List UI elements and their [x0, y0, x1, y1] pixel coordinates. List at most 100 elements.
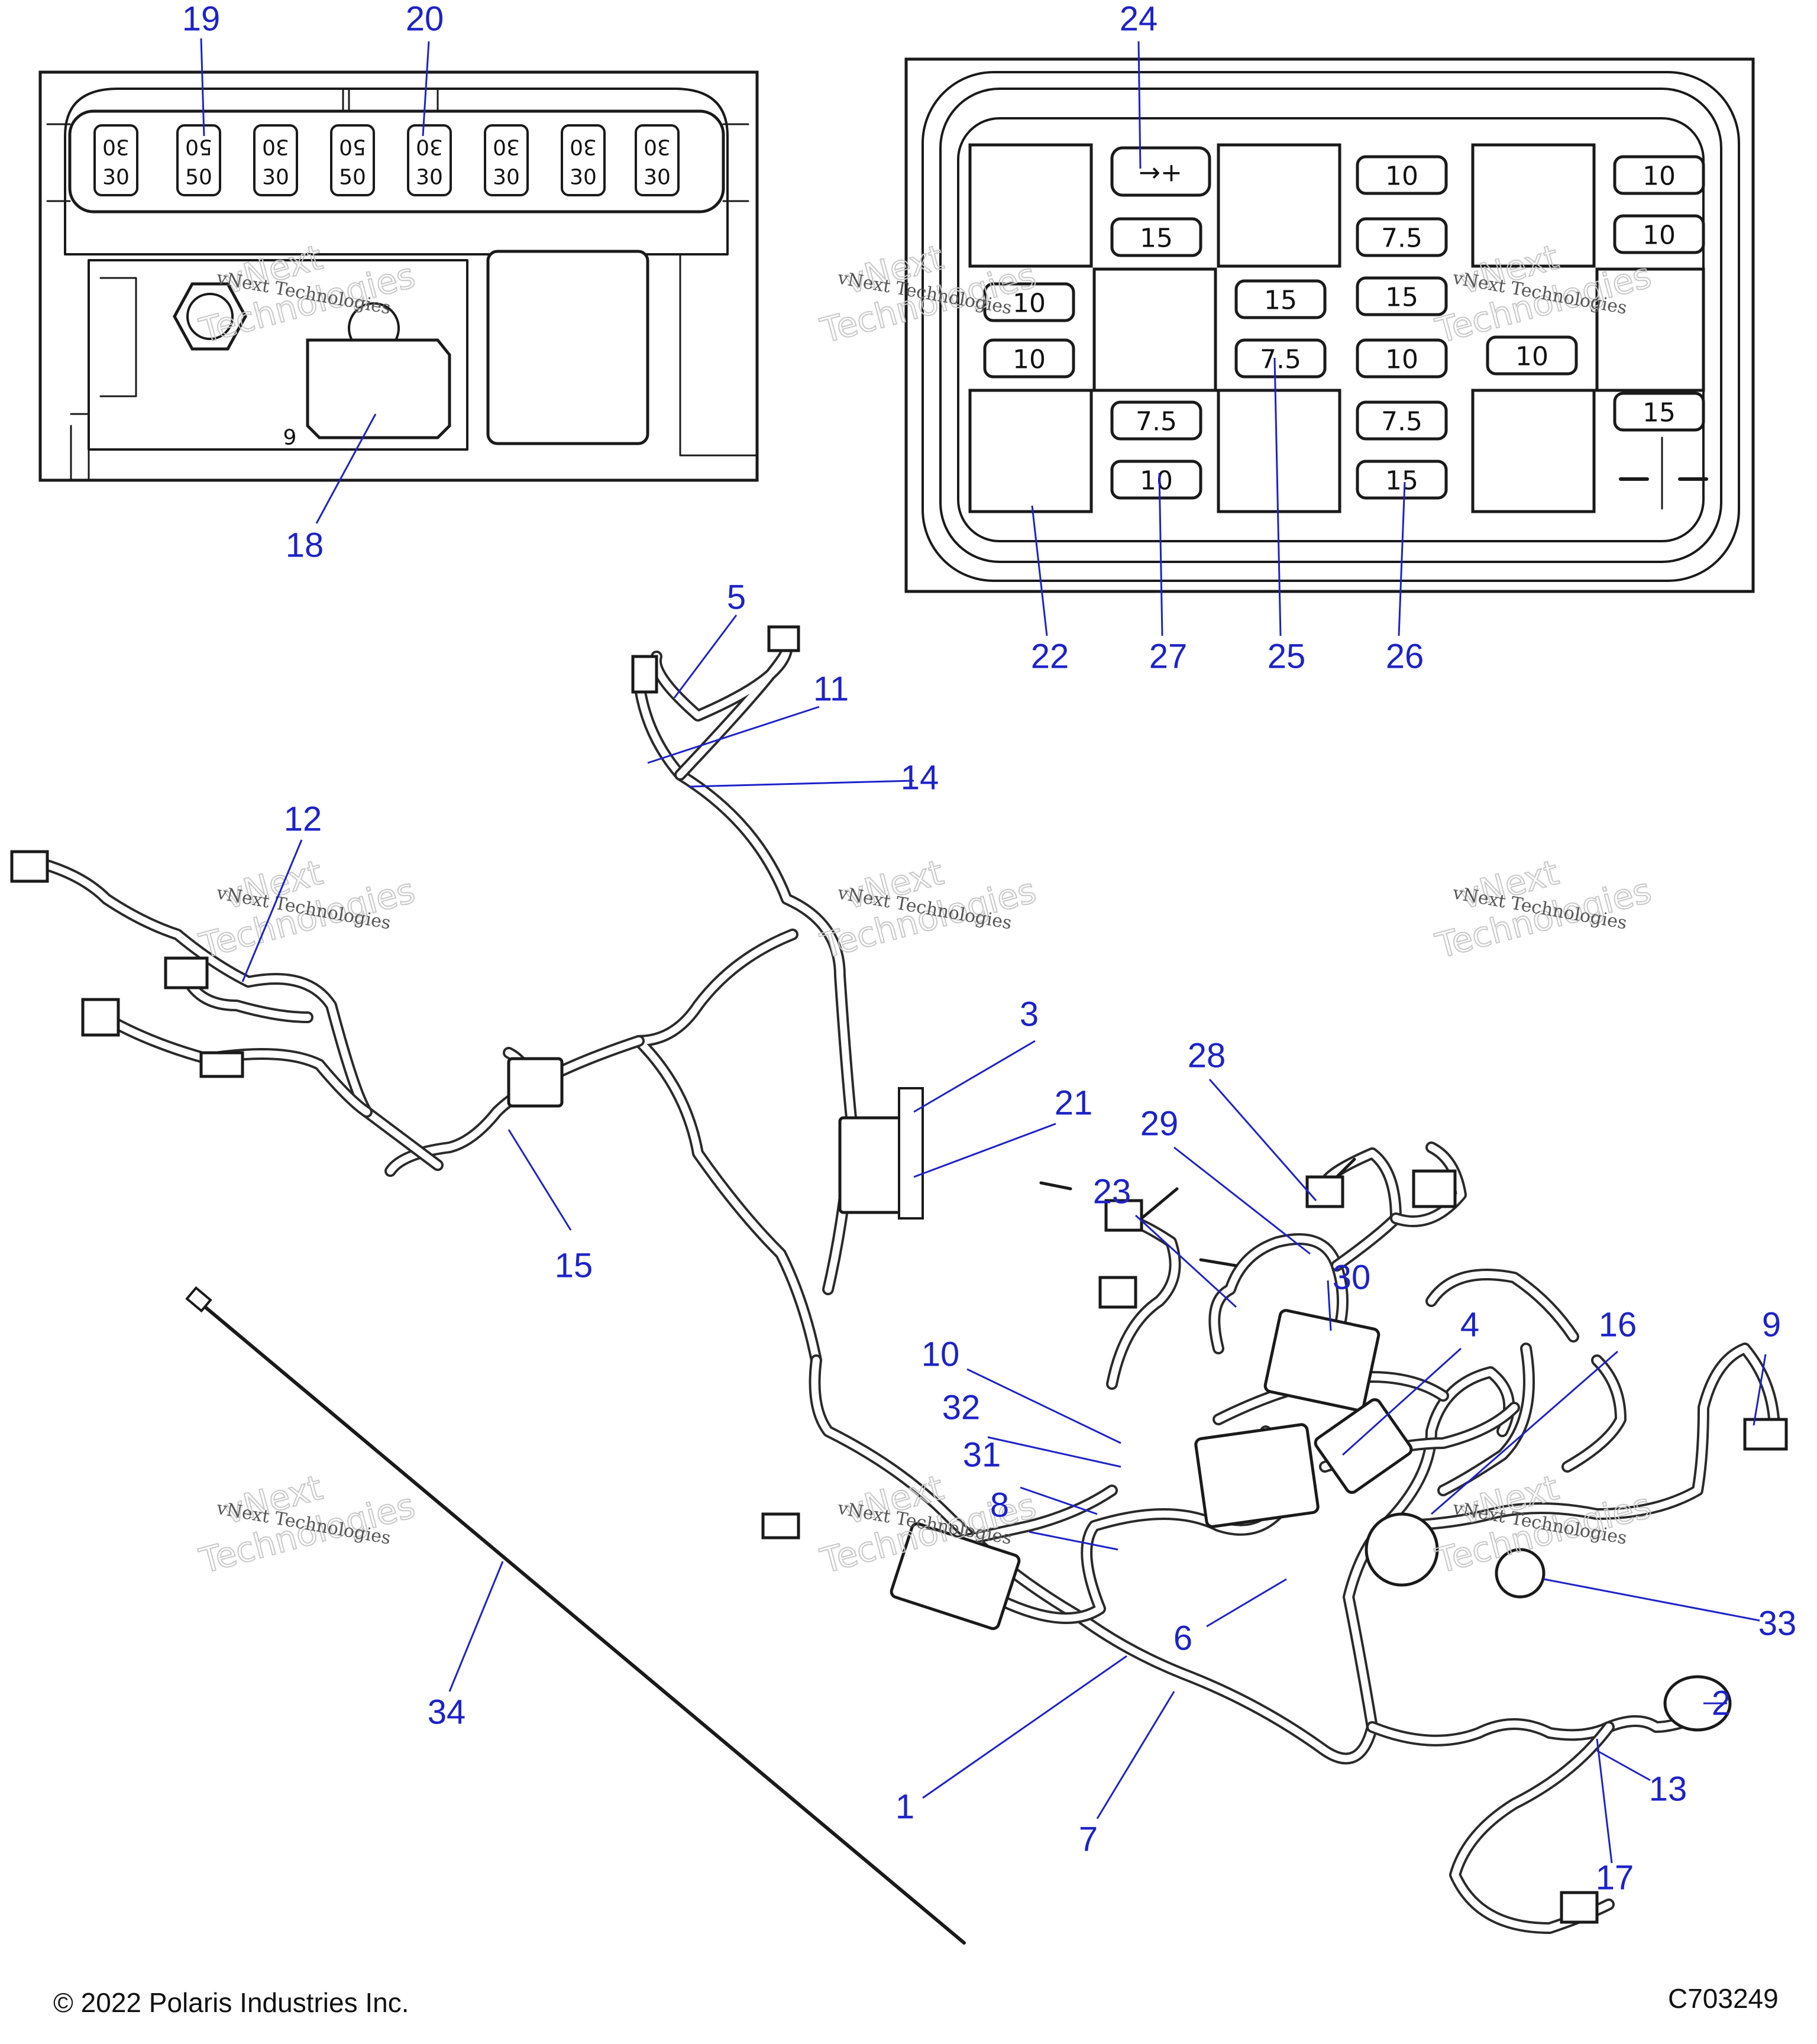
fuse-top-value: 30 — [493, 135, 520, 159]
callout-33: 33 — [1758, 1605, 1797, 1643]
mini-fuse: 7.5 — [1234, 338, 1327, 379]
mini-fuse: 10 — [1613, 155, 1705, 195]
callout-20: 20 — [406, 0, 444, 38]
fuse-bottom-value: 30 — [644, 166, 671, 190]
fuse-bottom-value: 30 — [570, 166, 597, 190]
mini-fuse: 7.5 — [1110, 400, 1202, 441]
fuse-bottom-value: 50 — [339, 166, 366, 190]
callout-1: 1 — [895, 1788, 914, 1826]
mini-fuse: 10 — [983, 338, 1075, 379]
mini-fuse: 10 — [1356, 155, 1448, 195]
fuse-value: 15 — [1643, 398, 1676, 428]
callout-28: 28 — [1188, 1037, 1226, 1075]
fuse-value: 10 — [1515, 342, 1548, 372]
fuse-top-value: 30 — [570, 135, 597, 159]
fuse-bottom-value: 30 — [493, 166, 520, 190]
inset-fuse-box-right: →+ 15 7.5 10 10 10 15 7.5 10 7.5 15 10 7… — [904, 57, 1755, 593]
callout-11: 11 — [813, 670, 849, 709]
fuse-top-value: 30 — [644, 135, 671, 159]
fuse-value: 15 — [1385, 466, 1418, 496]
fuse-value: 10 — [1385, 161, 1418, 192]
fuse-value: 15 — [1264, 286, 1297, 316]
fuse-bottom-value: 30 — [102, 166, 130, 190]
mini-fuse: 10 — [1613, 214, 1705, 254]
callout-5: 5 — [727, 578, 746, 617]
fuse-value: 10 — [1385, 345, 1418, 375]
callout-6: 6 — [1173, 1619, 1192, 1658]
callout-3: 3 — [1020, 995, 1039, 1034]
callout-30: 30 — [1333, 1259, 1371, 1297]
callout-22: 22 — [1031, 638, 1069, 676]
fuse-value: 10 — [1643, 221, 1676, 251]
fuse-top-value: 30 — [416, 135, 443, 159]
mini-fuse: 7.5 — [1356, 217, 1448, 257]
fuse-value: 7.5 — [1260, 345, 1301, 375]
diagram-code: C703249 — [1668, 1983, 1779, 2014]
fuse-bottom-value: 30 — [416, 166, 443, 190]
fuse-value: 10 — [1140, 466, 1173, 496]
fuse-value: 15 — [1140, 224, 1173, 254]
fuse-value: 7.5 — [1136, 407, 1177, 437]
diode-symbol: →+ — [1139, 158, 1182, 188]
mini-fuse: 15 — [1356, 276, 1448, 316]
callout-16: 16 — [1599, 1306, 1637, 1344]
mini-fuse: 15 — [1613, 392, 1705, 432]
callout-19: 19 — [182, 0, 221, 38]
callout-7: 7 — [1079, 1820, 1098, 1859]
callout-8: 8 — [990, 1486, 1009, 1525]
callout-9: 9 — [1762, 1306, 1781, 1344]
callout-34: 34 — [428, 1693, 466, 1732]
mini-fuse: 15 — [1110, 217, 1202, 257]
callout-17: 17 — [1596, 1859, 1634, 1897]
callout-23: 23 — [1093, 1173, 1131, 1211]
fuse-value: 10 — [1013, 289, 1046, 319]
mini-fuse: 10 — [983, 282, 1075, 322]
fuse-value: 15 — [1385, 283, 1418, 313]
mini-fuse: 10 — [1110, 460, 1202, 500]
callout-14: 14 — [901, 759, 939, 797]
callout-18: 18 — [286, 526, 324, 565]
fuse-value: 7.5 — [1381, 224, 1422, 254]
wiring-harness — [10, 625, 1788, 1945]
fuse-top-value: 50 — [185, 135, 212, 159]
mini-fuse: 10 — [1356, 338, 1448, 379]
mini-fuse: 7.5 — [1356, 400, 1448, 441]
fuse-bottom-value: 30 — [262, 166, 289, 190]
copyright-text: © 2022 Polaris Industries Inc. — [53, 1987, 409, 2018]
callout-26: 26 — [1386, 638, 1424, 676]
fuse-bottom-value: 50 — [185, 166, 212, 190]
callout-31: 31 — [963, 1436, 1001, 1474]
mini-fuse: 15 — [1234, 279, 1327, 319]
callout-29: 29 — [1140, 1105, 1179, 1143]
callout-25: 25 — [1268, 638, 1306, 676]
callout-15: 15 — [555, 1247, 593, 1285]
callout-27: 27 — [1149, 638, 1188, 676]
callouts: 19 20 24 18 22 27 25 26 5 11 14 12 3 21 … — [182, 0, 1797, 1897]
callout-24: 24 — [1120, 0, 1158, 38]
fuse-top-value: 30 — [262, 135, 289, 159]
callout-2: 2 — [1712, 1684, 1731, 1723]
mini-fuse: 15 — [1356, 460, 1448, 500]
fuse-top-value: 50 — [339, 135, 366, 159]
mini-fuse: 10 — [1486, 335, 1578, 376]
leader-lines — [200, 38, 1767, 1864]
housing-stamp: 9 — [283, 426, 297, 450]
callout-32: 32 — [942, 1389, 981, 1427]
callout-13: 13 — [1649, 1770, 1687, 1809]
fuse-value: 7.5 — [1381, 407, 1422, 437]
callout-10: 10 — [922, 1335, 960, 1374]
fuse-value: 10 — [1643, 161, 1676, 192]
callout-21: 21 — [1055, 1084, 1093, 1123]
callout-4: 4 — [1460, 1306, 1479, 1344]
